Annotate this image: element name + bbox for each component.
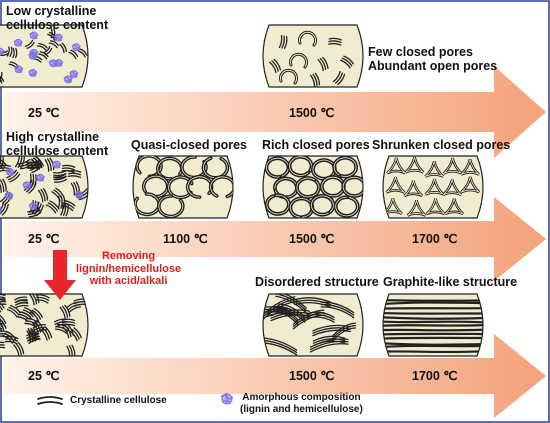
row2-temp-1700: 1700 ℃ bbox=[412, 232, 458, 246]
process-arrow-row1 bbox=[4, 66, 546, 158]
disc-row1-1500c bbox=[262, 24, 364, 88]
disc-row3-1500c bbox=[262, 293, 364, 357]
row2-temp-1100: 1100 ℃ bbox=[163, 232, 208, 246]
disc-row3-25c bbox=[0, 293, 89, 357]
crystalline-cellulose-legend-icon bbox=[37, 396, 63, 405]
row1-temp-1500: 1500 ℃ bbox=[289, 106, 335, 120]
disc-row2-1700c bbox=[382, 155, 484, 219]
disc-row3-1700c bbox=[382, 293, 484, 357]
row3-temp-1700: 1700 ℃ bbox=[412, 369, 458, 383]
stage-label-rich-closed: Rich closed pores bbox=[262, 138, 370, 152]
row2-temp-25: 25 ℃ bbox=[28, 232, 60, 246]
process-arrow-row3 bbox=[4, 334, 546, 418]
process-arrow-row2 bbox=[4, 197, 546, 281]
row2-temp-1500: 1500 ℃ bbox=[289, 232, 335, 246]
disc-row1-25c bbox=[0, 24, 89, 88]
stage-label-disordered: Disordered structure bbox=[255, 275, 379, 289]
row3-temp-1500: 1500 ℃ bbox=[289, 369, 335, 383]
legend-amorphous-label: Amorphous composition(lignin and hemicel… bbox=[240, 392, 363, 415]
row3-temp-25: 25 ℃ bbox=[28, 369, 60, 383]
row1-temp-25: 25 ℃ bbox=[28, 106, 60, 120]
amorphous-composition-legend-icon bbox=[220, 392, 234, 405]
disc-row2-1500c bbox=[262, 155, 364, 219]
disc-row2-1100c bbox=[132, 155, 234, 219]
stage-label-shrunken-closed: Shrunken closed pores bbox=[372, 138, 511, 152]
disc-row2-25c bbox=[0, 155, 89, 219]
legend-crystalline-label: Crystalline cellulose bbox=[70, 395, 167, 406]
stage-label-quasi-closed: Quasi-closed pores bbox=[131, 138, 248, 152]
treatment-arrow bbox=[44, 250, 76, 300]
stage-label-graphite-like: Graphite-like structure bbox=[383, 275, 518, 289]
